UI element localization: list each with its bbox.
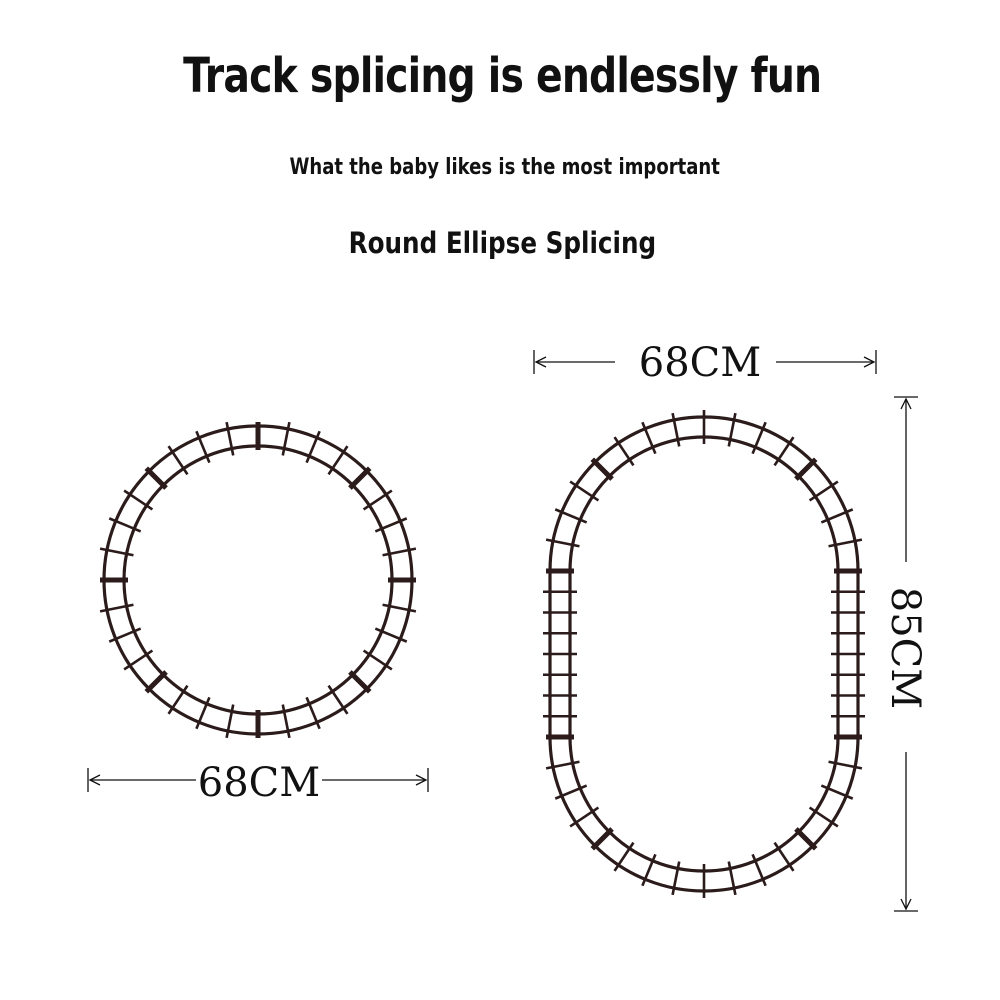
track-sleeper [671,861,681,896]
track-sleeper [641,421,657,455]
track-sleeper [751,853,767,887]
track-sleeper [554,784,588,800]
page-title: Track splicing is endlessly fun [183,48,822,104]
track-sleeper [641,853,657,887]
track-sleeper [305,430,321,464]
track-sleeper [828,538,863,548]
track-joint [348,670,372,694]
track-sleeper [305,696,321,730]
track-sleeper [281,421,291,456]
outer-rail [548,415,860,893]
track-sleeper [99,603,134,613]
track-sleeper [374,517,408,533]
section-heading: Round Ellipse Splicing [348,226,657,260]
track-sleeper [382,547,417,557]
track-sleeper [545,538,580,548]
track-joint [590,827,614,851]
oval-width-dimension [533,350,877,374]
track-sleeper [382,603,417,613]
round-width-dimension [87,768,429,792]
track-sleeper [108,517,142,533]
track-sleeper [828,760,863,770]
round-width-label: 68CM [198,760,320,806]
track-sleeper [808,480,839,502]
track-joint [144,670,168,694]
oval-width-label: 68CM [639,340,761,386]
track-sleeper [671,412,681,447]
track-joint [348,466,372,490]
track-sleeper [773,841,795,872]
track-sleeper [281,704,291,739]
page-subtitle: What the baby likes is the most importan… [289,155,720,180]
track-joint [590,457,614,481]
track-sleeper [545,760,580,770]
round-track [99,421,417,739]
track-sleeper [108,627,142,643]
track-sleeper [569,480,600,502]
inner-rail [568,435,840,873]
track-sleeper [195,430,211,464]
track-sleeper [327,445,349,476]
track-joint [794,457,818,481]
track-sleeper [225,421,235,456]
oval-height-dimension [894,396,918,912]
track-sleeper [820,508,854,524]
track-sleeper [613,841,635,872]
track-sleeper [123,649,154,671]
oval-track [543,410,865,898]
track-sleeper [773,436,795,467]
track-sleeper [727,412,737,447]
track-sleeper [362,489,393,511]
track-joint [794,827,818,851]
track-sleeper [327,684,349,715]
track-sleeper [362,649,393,671]
track-sleeper [727,861,737,896]
track-sleeper [225,704,235,739]
track-sleeper [99,547,134,557]
track-sleeper [751,421,767,455]
track-joint [144,466,168,490]
track-sleeper [374,627,408,643]
track-sleeper [820,784,854,800]
track-sleeper [554,508,588,524]
oval-height-label: 85CM [882,587,928,709]
track-sleeper [167,684,189,715]
track-sleeper [167,445,189,476]
track-sleeper [808,806,839,828]
track-sleeper [613,436,635,467]
track-sleeper [195,696,211,730]
track-sleeper [123,489,154,511]
track-sleeper [569,806,600,828]
